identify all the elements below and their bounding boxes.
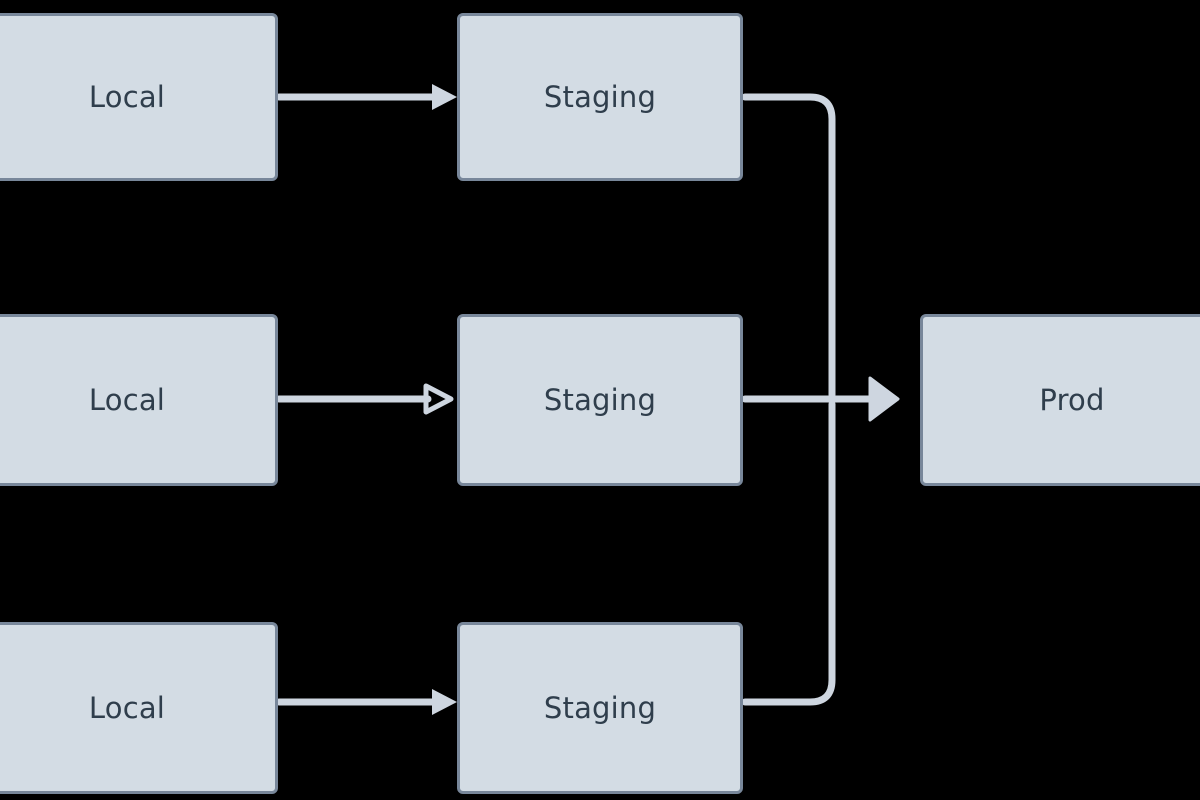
node-label: Staging: [543, 79, 657, 114]
node-staging-2[interactable]: Staging: [457, 314, 743, 486]
edge-staging2-prod: [741, 376, 900, 422]
edge-local2-staging2: [275, 383, 454, 415]
node-label: Prod: [1039, 382, 1105, 417]
node-staging-1[interactable]: Staging: [457, 13, 743, 181]
node-label: Local: [88, 382, 166, 417]
node-label: Staging: [543, 382, 657, 417]
node-local-3[interactable]: Local: [0, 622, 278, 794]
node-local-2[interactable]: Local: [0, 314, 278, 486]
edge-staging3-prod: [741, 400, 836, 706]
node-local-1[interactable]: Local: [0, 13, 278, 181]
node-staging-3[interactable]: Staging: [457, 622, 743, 794]
edge-local3-staging3: [275, 689, 457, 715]
node-label: Staging: [543, 690, 657, 725]
edge-staging1-prod: [741, 93, 836, 399]
edge-local1-staging1: [275, 84, 457, 110]
node-label: Local: [88, 690, 166, 725]
node-prod[interactable]: Prod: [920, 314, 1200, 486]
node-label: Local: [88, 79, 166, 114]
